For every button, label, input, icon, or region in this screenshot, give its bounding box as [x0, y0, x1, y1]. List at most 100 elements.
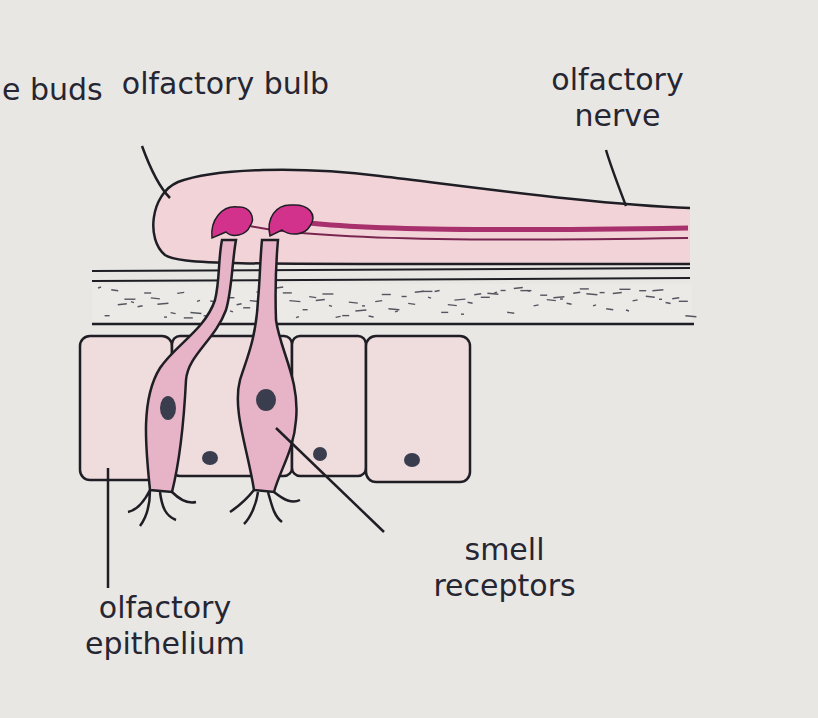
- illustration-part: [118, 304, 127, 305]
- illustration-part: [171, 313, 176, 314]
- illustration-part: [177, 292, 184, 293]
- illustration-part: [560, 298, 563, 299]
- illustration-part: [144, 292, 151, 293]
- illustration-part: [487, 293, 498, 294]
- illustration-part: [289, 301, 300, 302]
- illustration-part: [666, 303, 671, 304]
- illustration-part: [567, 303, 572, 304]
- illustration-part: [454, 299, 465, 300]
- illustration-part: [402, 296, 407, 297]
- illustration-part: [146, 240, 236, 492]
- illustration-part: [626, 310, 629, 311]
- illustration-part: [105, 315, 110, 316]
- illustration-part: [679, 301, 688, 302]
- illustration-part: [111, 290, 118, 291]
- illustration-part: [342, 315, 349, 316]
- illustration-part: [366, 336, 470, 482]
- illustration-part: [151, 298, 160, 299]
- illustration-part: [428, 297, 431, 298]
- illustration-part: [606, 150, 626, 206]
- illustration-part: [540, 295, 547, 296]
- illustration-part: [659, 299, 662, 300]
- part-label: olfactory epithelium: [50, 590, 280, 662]
- illustration-part: [322, 293, 333, 294]
- illustration-part: [160, 396, 176, 420]
- illustration-part: [633, 300, 638, 301]
- illustration-part: [404, 453, 420, 467]
- illustration-part: [481, 297, 490, 298]
- illustration-part: [580, 288, 589, 289]
- illustration-part: [202, 451, 218, 465]
- illustration-part: [98, 287, 696, 318]
- illustration-part: [300, 222, 688, 230]
- illustration-part: [190, 313, 201, 314]
- illustration-part: [92, 268, 690, 271]
- illustration-part: [369, 316, 374, 317]
- illustration-part: [461, 314, 464, 315]
- illustration-part: [468, 302, 473, 303]
- illustration-part: [494, 292, 497, 293]
- illustration-part: [237, 304, 242, 305]
- illustration-part: [639, 290, 646, 291]
- illustration-part: [613, 293, 622, 294]
- illustration-part: [514, 288, 523, 289]
- illustration-part: [336, 316, 341, 317]
- illustration-part: [520, 290, 531, 291]
- illustration-part: [527, 290, 530, 291]
- illustration-part: [408, 303, 415, 304]
- illustration-part: [238, 240, 297, 492]
- illustration-part: [362, 305, 365, 306]
- illustration-part: [421, 291, 432, 292]
- illustration-part: [355, 310, 366, 311]
- illustration-part: [243, 307, 250, 308]
- illustration-part: [128, 490, 196, 526]
- illustration-part: [441, 312, 448, 313]
- illustration-part: [98, 287, 101, 288]
- illustration-part: [507, 312, 514, 313]
- illustration-part: [124, 299, 135, 300]
- illustration-part: [375, 301, 382, 302]
- illustration-part: [230, 490, 300, 524]
- illustration-part: [157, 303, 168, 304]
- illustration-part: [296, 317, 299, 318]
- part-label: olfactory nerve: [505, 62, 730, 134]
- illustration-part: [138, 306, 143, 307]
- illustration-part: [388, 309, 399, 310]
- illustration-part: [164, 316, 167, 317]
- illustration-part: [553, 297, 564, 298]
- illustration-part: [92, 284, 692, 322]
- illustration-part: [303, 309, 308, 310]
- illustration-part: [382, 294, 391, 295]
- illustration-part: [672, 298, 679, 299]
- illustration-part: [316, 300, 325, 301]
- illustration-part: [435, 291, 440, 292]
- illustration-part: [573, 292, 580, 293]
- illustration-part: [652, 290, 663, 291]
- illustration-part: [230, 311, 233, 312]
- illustration-part: [256, 389, 276, 411]
- illustration-part: [593, 305, 596, 306]
- illustration-part: [184, 317, 193, 318]
- illustration-part: [474, 294, 481, 295]
- illustration-part: [92, 278, 690, 281]
- illustration-part: [329, 305, 332, 306]
- part-label: e buds: [2, 72, 132, 108]
- illustration-part: [212, 207, 253, 238]
- illustration-part: [131, 302, 134, 303]
- illustration-part: [600, 292, 605, 293]
- illustration-part: [501, 290, 506, 291]
- illustration-part: [313, 447, 327, 461]
- illustration-part: [269, 205, 313, 236]
- illustration-part: [349, 302, 358, 303]
- illustration-part: [276, 428, 384, 532]
- illustration-part: [586, 294, 597, 295]
- illustration-part: [547, 300, 556, 301]
- illustration-part: [448, 305, 457, 306]
- illustration-part: [534, 305, 539, 306]
- illustration-part: [619, 289, 630, 290]
- illustration-part: [685, 316, 696, 317]
- illustration-part: [276, 287, 283, 288]
- illustration-part: [107, 468, 110, 588]
- illustration-part: [606, 309, 613, 310]
